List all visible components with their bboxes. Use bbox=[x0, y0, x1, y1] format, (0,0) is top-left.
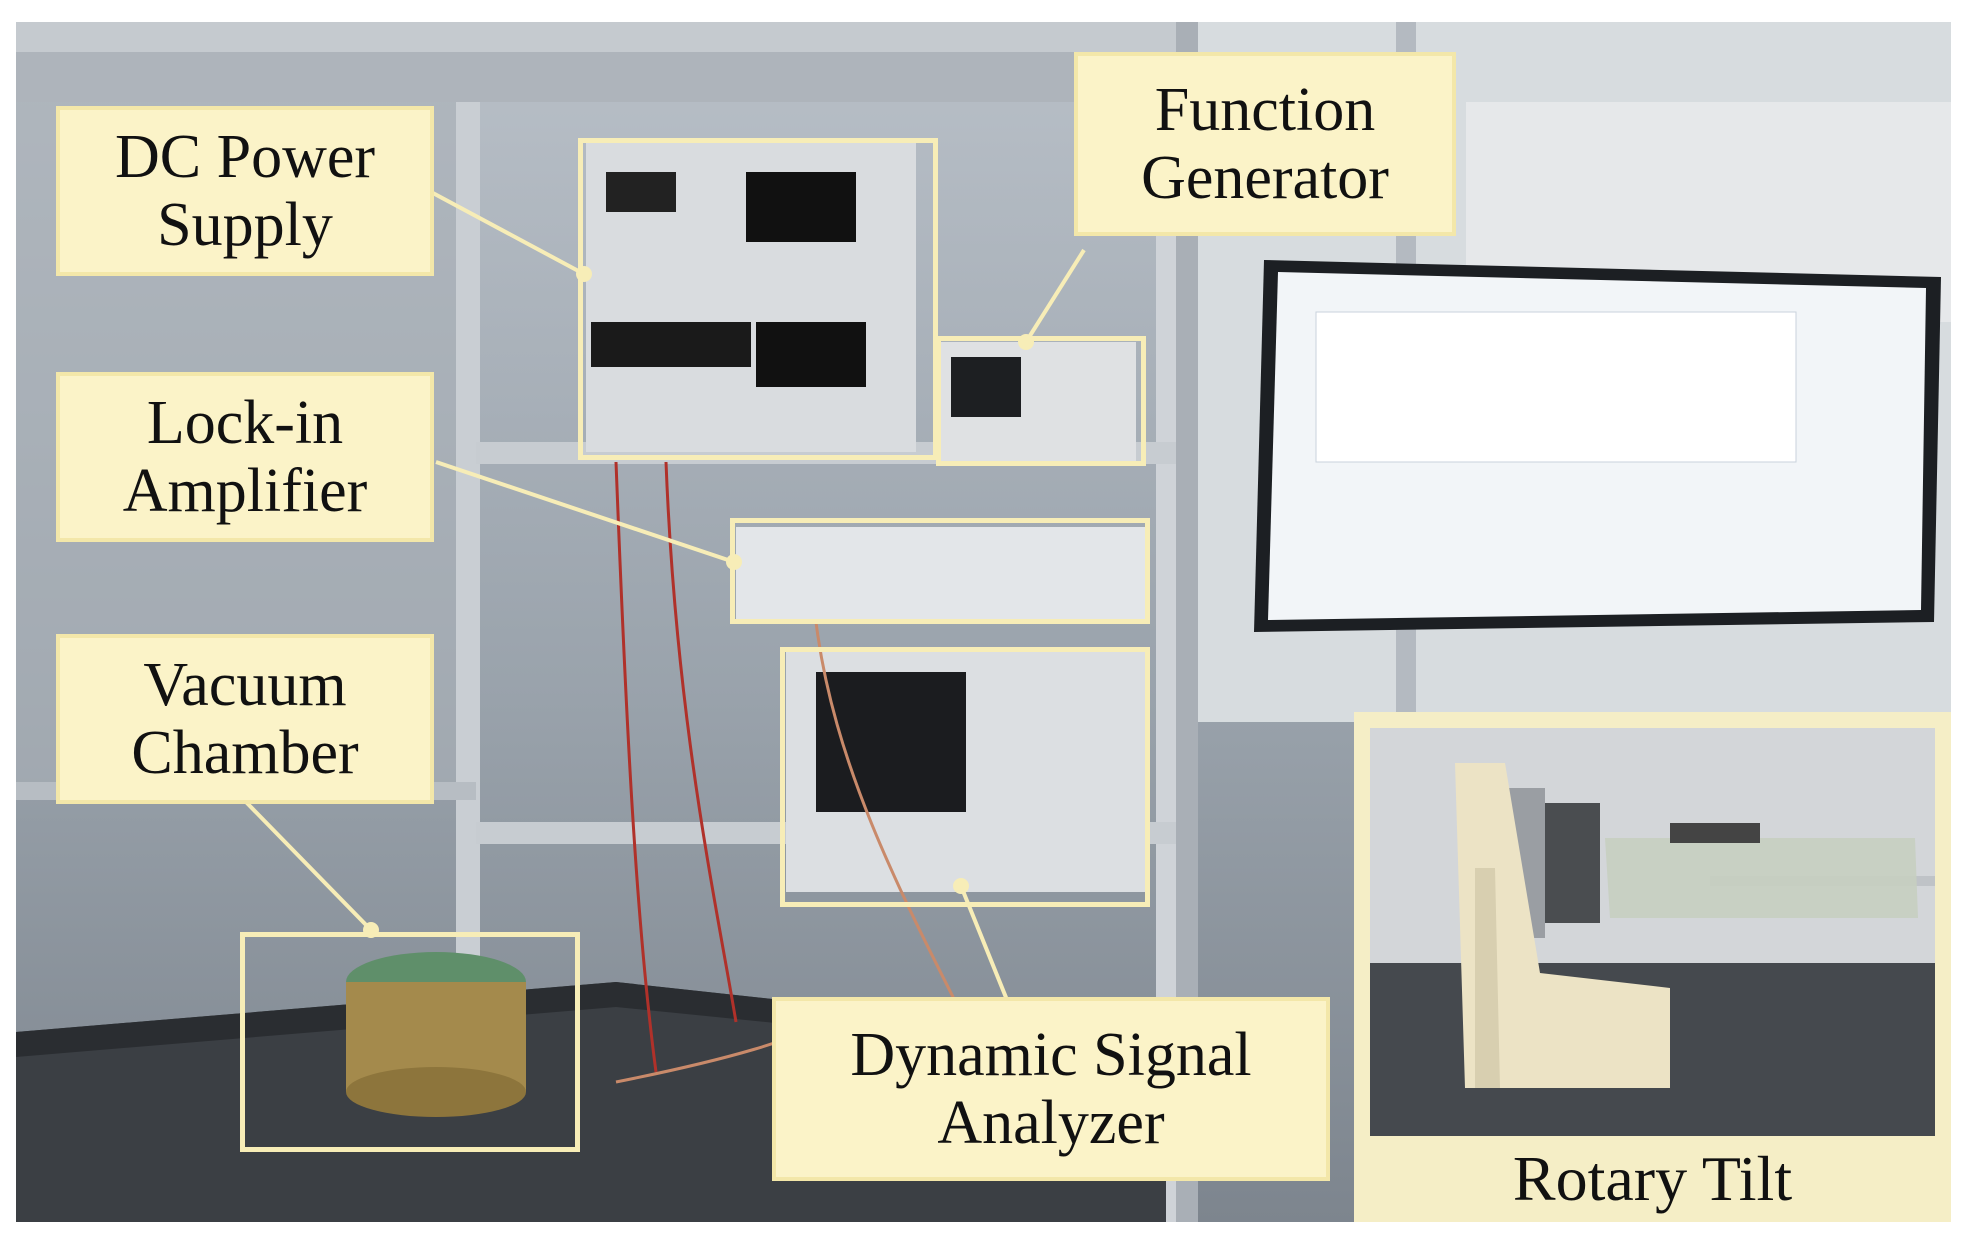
rotary-tilt-graphic bbox=[1370, 728, 1935, 1136]
lock-in-amplifier-box bbox=[730, 518, 1150, 624]
rotary-tilt-inset: Rotary Tilt bbox=[1354, 712, 1951, 1222]
function-generator-box bbox=[936, 336, 1146, 466]
dc-power-supply-box bbox=[578, 138, 938, 460]
rotary-tilt-photo bbox=[1370, 728, 1935, 1136]
dynamic-signal-analyzer-box bbox=[780, 647, 1150, 907]
vacuum-chamber-box bbox=[240, 932, 580, 1152]
rotary-tilt-label: Rotary Tilt bbox=[1512, 1142, 1793, 1214]
